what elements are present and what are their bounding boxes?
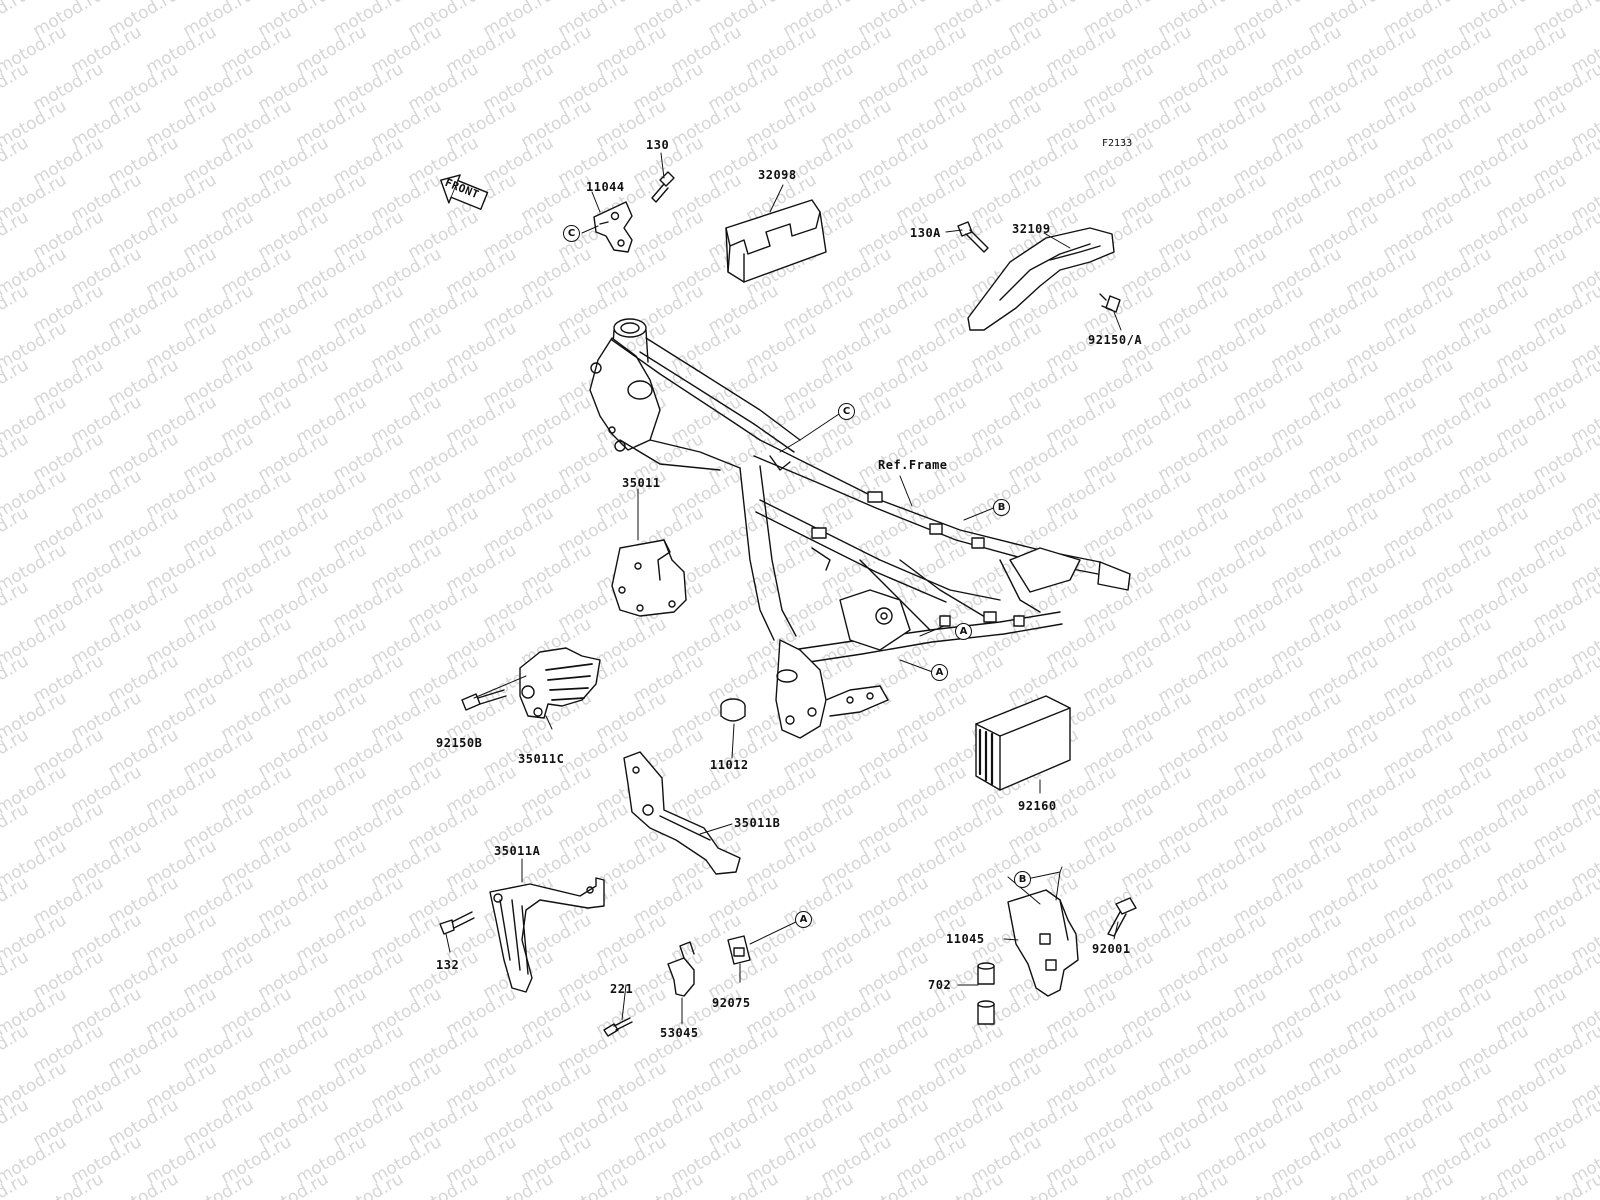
- bracket-35011A-shape: [489, 877, 605, 993]
- part-label-130: 130: [646, 138, 670, 152]
- front-arrow-icon: [440, 174, 489, 210]
- part-label-35011B: 35011B: [734, 816, 781, 830]
- bracket-35011C-shape: [519, 647, 601, 719]
- part-label-221: 221: [610, 982, 634, 996]
- part-label-53045: 53045: [660, 1026, 699, 1040]
- part-label-11045: 11045: [946, 932, 985, 946]
- damper-92075-shape: [727, 935, 751, 965]
- leader-lines: [445, 152, 1122, 1025]
- ref-marker-a: A: [931, 664, 948, 681]
- frame-label: Ref.Frame: [878, 458, 948, 472]
- guard-32109-shape: [967, 227, 1115, 331]
- bracket-35011-shape: [611, 539, 687, 617]
- plug-11012-shape: [720, 698, 746, 722]
- part-label-35011C: 35011C: [518, 752, 565, 766]
- ref-marker-b: B: [993, 499, 1010, 516]
- bracket-11045-shape: [1007, 889, 1079, 997]
- main-frame-shape: [589, 318, 1131, 739]
- part-label-92160: 92160: [1018, 799, 1057, 813]
- part-label-11044: 11044: [586, 180, 625, 194]
- part-label-702: 702: [928, 978, 952, 992]
- case-92160-shape: [975, 695, 1071, 791]
- part-label-35011A: 35011A: [494, 844, 541, 858]
- part-label-130A: 130A: [910, 226, 941, 240]
- ref-marker-c: C: [563, 225, 580, 242]
- diagram-code: F2133: [1102, 138, 1133, 149]
- ref-marker-a: A: [795, 911, 812, 928]
- part-label-132: 132: [436, 958, 460, 972]
- part-label-92150B: 92150B: [436, 736, 483, 750]
- part-label-32109: 32109: [1012, 222, 1051, 236]
- part-label-11012: 11012: [710, 758, 749, 772]
- part-label-92075: 92075: [712, 996, 751, 1010]
- bracket-11044-shape: [593, 201, 633, 253]
- clip-53045-shape: [667, 941, 695, 997]
- bracket-35011B-shape: [623, 751, 741, 875]
- ref-marker-a: A: [955, 623, 972, 640]
- bolt-92150B-shape: [461, 689, 507, 711]
- bolt-130-shape: [651, 171, 675, 203]
- part-label-92150A: 92150/A: [1088, 333, 1143, 347]
- part-label-32098: 32098: [758, 168, 797, 182]
- bolt-92150A-shape: [1099, 293, 1121, 313]
- screw-221-shape: [603, 1017, 633, 1037]
- part-label-35011: 35011: [622, 476, 661, 490]
- bolt-130A-shape: [957, 221, 989, 253]
- ref-marker-b: B: [1014, 871, 1031, 888]
- collar-702-shape: [977, 962, 995, 1025]
- ref-marker-c: C: [838, 403, 855, 420]
- bolt-132-shape: [439, 911, 475, 935]
- part-label-92001: 92001: [1092, 942, 1131, 956]
- bolt-92001-shape: [1107, 897, 1137, 937]
- cover-32098-shape: [725, 199, 827, 283]
